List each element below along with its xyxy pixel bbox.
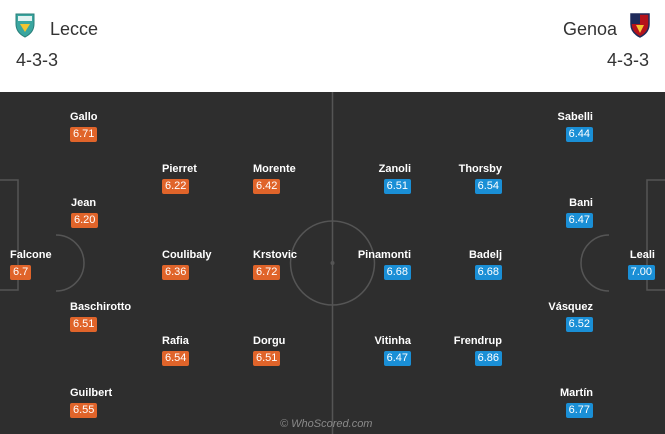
player-rating-badge: 6.42 <box>253 179 281 194</box>
home-player[interactable]: Jean 6.20 <box>71 197 171 231</box>
player-name: Thorsby <box>458 163 502 175</box>
away-player[interactable]: Frendrup 6.86 <box>402 335 502 369</box>
player-name: Vásquez <box>548 301 593 313</box>
match-header: Lecce 4-3-3 Genoa 4-3-3 <box>0 0 665 92</box>
home-player[interactable]: Morente 6.42 <box>253 163 353 197</box>
home-player[interactable]: Baschirotto 6.51 <box>70 301 170 335</box>
player-rating-badge: 6.47 <box>383 351 411 366</box>
home-player[interactable]: Dorgu 6.51 <box>253 335 353 369</box>
player-rating-badge: 6.72 <box>253 265 281 280</box>
away-player[interactable]: Thorsby 6.54 <box>402 163 502 197</box>
player-rating-badge: 6.52 <box>565 317 593 332</box>
player-rating-badge: 6.36 <box>162 265 190 280</box>
player-name: Guilbert <box>70 387 113 399</box>
home-player[interactable]: Coulibaly 6.36 <box>162 249 262 283</box>
home-formation: 4-3-3 <box>16 50 59 70</box>
watermark: © WhoScored.com <box>280 418 373 430</box>
home-player[interactable]: Krstovic 6.72 <box>253 249 353 283</box>
player-rating-badge: 7.00 <box>627 265 655 280</box>
away-player[interactable]: Vásquez 6.52 <box>493 301 593 335</box>
player-name: Badelj <box>468 249 502 261</box>
player-name: Gallo <box>70 111 98 123</box>
player-name: Frendrup <box>453 335 502 347</box>
away-team-name[interactable]: Genoa <box>562 19 617 39</box>
player-name: Dorgu <box>253 335 286 347</box>
player-name: Krstovic <box>253 249 298 261</box>
player-rating-badge: 6.51 <box>70 317 98 332</box>
player-name: Jean <box>71 197 97 209</box>
player-name: Falcone <box>10 249 52 261</box>
player-rating-badge: 6.68 <box>383 265 411 280</box>
player-rating-badge: 6.20 <box>71 213 99 228</box>
player-name: Bani <box>569 197 593 209</box>
player-name: Pinamonti <box>357 249 411 261</box>
away-player[interactable]: Pinamonti 6.68 <box>311 249 411 283</box>
away-player[interactable]: Badelj 6.68 <box>402 249 502 283</box>
player-name: Vitinha <box>374 335 411 347</box>
player-rating-badge: 6.86 <box>474 351 502 366</box>
player-rating-badge: 6.77 <box>565 403 593 418</box>
away-player[interactable]: Leali 7.00 <box>555 249 655 283</box>
player-name: Pierret <box>162 163 197 175</box>
away-player[interactable]: Sabelli 6.44 <box>493 111 593 145</box>
home-player[interactable]: Pierret 6.22 <box>162 163 262 197</box>
player-name: Coulibaly <box>162 249 212 261</box>
player-name: Rafia <box>162 335 189 347</box>
away-player[interactable]: Vitinha 6.47 <box>311 335 411 369</box>
player-rating-badge: 6.47 <box>565 213 593 228</box>
player-rating-badge: 6.51 <box>253 351 281 366</box>
player-name: Martín <box>560 387 593 399</box>
home-player[interactable]: Gallo 6.71 <box>70 111 170 145</box>
player-rating-badge: 6.68 <box>474 265 502 280</box>
home-player[interactable]: Rafia 6.54 <box>162 335 262 369</box>
player-rating-badge: 6.22 <box>162 179 190 194</box>
home-player[interactable]: Guilbert 6.55 <box>70 387 170 421</box>
player-name: Sabelli <box>557 111 593 123</box>
away-player[interactable]: Zanoli 6.51 <box>311 163 411 197</box>
away-player[interactable]: Bani 6.47 <box>493 197 593 231</box>
lecce-crest-icon <box>15 13 35 38</box>
player-rating-badge: 6.54 <box>474 179 502 194</box>
player-name: Zanoli <box>378 163 411 175</box>
home-team-name[interactable]: Lecce <box>50 19 99 39</box>
player-rating-badge: 6.71 <box>70 127 98 142</box>
player-rating-badge: 6.51 <box>383 179 411 194</box>
home-player[interactable]: Falcone 6.7 <box>10 249 110 283</box>
player-rating-badge: 6.44 <box>565 127 593 142</box>
genoa-crest-icon <box>630 13 650 38</box>
away-formation: 4-3-3 <box>606 50 649 70</box>
player-rating-badge: 6.7 <box>10 265 32 280</box>
player-name: Baschirotto <box>70 301 132 313</box>
away-player[interactable]: Martín 6.77 <box>493 387 593 421</box>
pitch: Gallo 6.71 Pierret 6.22 Morente 6.42 Jea… <box>0 92 665 434</box>
player-rating-badge: 6.54 <box>162 351 190 366</box>
player-name: Morente <box>253 163 296 175</box>
player-name: Leali <box>629 249 655 261</box>
pitch-markings <box>0 92 665 434</box>
player-rating-badge: 6.55 <box>70 403 98 418</box>
